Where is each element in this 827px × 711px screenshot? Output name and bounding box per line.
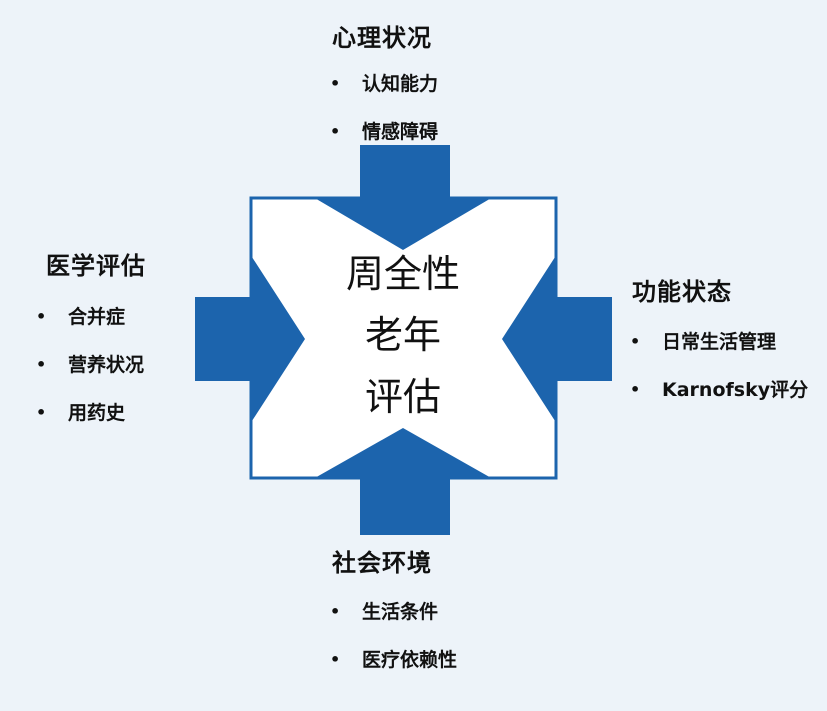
group-title: 医学评估	[46, 252, 146, 280]
item-label: 合并症	[68, 306, 126, 328]
item-label: 情感障碍	[362, 121, 439, 143]
center-label-line-1: 周全性	[346, 252, 460, 296]
bullet-icon: •	[330, 650, 341, 669]
arrow-left	[195, 254, 305, 424]
bullet-icon: •	[330, 122, 341, 141]
group-title: 功能状态	[632, 278, 732, 306]
center-label-line-2: 老年	[365, 313, 441, 357]
bullet-icon: •	[630, 332, 641, 351]
group-title: 心理状况	[332, 24, 432, 52]
item-label: 医疗依赖性	[362, 649, 458, 671]
group-functional: 功能状态 • 日常生活管理 • Karnofsky评分	[630, 272, 809, 426]
arrow-bottom	[313, 428, 493, 535]
item-list: • 生活条件 • 医疗依赖性	[330, 600, 458, 672]
list-item: • 医疗依赖性	[330, 648, 458, 672]
item-label: 营养状况	[68, 354, 145, 376]
group-social: 社会环境 • 生活条件 • 医疗依赖性	[330, 543, 458, 696]
list-item: • 合并症	[36, 305, 146, 329]
item-list: • 合并症 • 营养状况 • 用药史	[36, 305, 146, 425]
bullet-icon: •	[36, 403, 47, 422]
item-label: 生活条件	[362, 601, 439, 623]
item-list: • 认知能力 • 情感障碍	[330, 72, 439, 144]
list-item: • 生活条件	[330, 600, 457, 624]
list-item: • 用药史	[36, 401, 146, 425]
bullet-icon: •	[330, 602, 341, 621]
item-label: 用药史	[68, 402, 126, 424]
group-psychological: 心理状况 • 认知能力 • 情感障碍	[330, 18, 439, 168]
group-medical: 医学评估 • 合并症 • 营养状况 • 用药史	[36, 246, 146, 449]
item-list: • 日常生活管理 • Karnofsky评分	[630, 330, 809, 402]
list-item: • 情感障碍	[330, 120, 439, 144]
center-label-line-3: 评估	[365, 375, 441, 419]
arrow-top	[313, 145, 493, 250]
bullet-icon: •	[330, 74, 341, 93]
group-title: 社会环境	[332, 549, 432, 577]
item-label: 日常生活管理	[662, 331, 777, 353]
bullet-icon: •	[36, 355, 47, 374]
bullet-icon: •	[630, 380, 641, 399]
item-label: Karnofsky评分	[662, 379, 809, 401]
list-item: • 日常生活管理	[630, 330, 808, 354]
list-item: • 认知能力	[330, 72, 439, 96]
list-item: • 营养状况	[36, 353, 146, 377]
list-item: • Karnofsky评分	[630, 378, 809, 402]
bullet-icon: •	[36, 307, 47, 326]
arrow-right	[502, 254, 612, 424]
item-label: 认知能力	[362, 73, 439, 95]
